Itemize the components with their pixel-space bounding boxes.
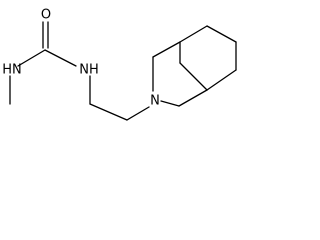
bond-ring-c1-c8	[179, 25, 208, 43]
structure-canvas: O HN NH N	[0, 0, 257, 134]
bond-ring-c5-c4	[178, 89, 208, 107]
atom-label-o: O	[41, 8, 51, 23]
bond-ch2-ch2	[89, 103, 128, 121]
bond-ring-c2-c1	[152, 41, 181, 58]
bond-c-amide-nh	[44, 49, 77, 67]
bond-ch2-ring-n	[126, 106, 150, 121]
molecule-diagram: O HN NH N	[2, 8, 237, 121]
bond-methyl-nh-c	[17, 49, 46, 67]
atom-label-methyl-nh: HN	[2, 63, 22, 78]
bond-ring-c4-n	[160, 100, 180, 107]
bond-bridge-c5	[179, 62, 208, 91]
bond-ring-c6-c5	[206, 69, 237, 91]
atom-label-ring-n: N	[150, 94, 160, 109]
atom-label-amide-nh: NH	[79, 63, 99, 78]
bond-ring-c8-c7	[206, 25, 237, 43]
